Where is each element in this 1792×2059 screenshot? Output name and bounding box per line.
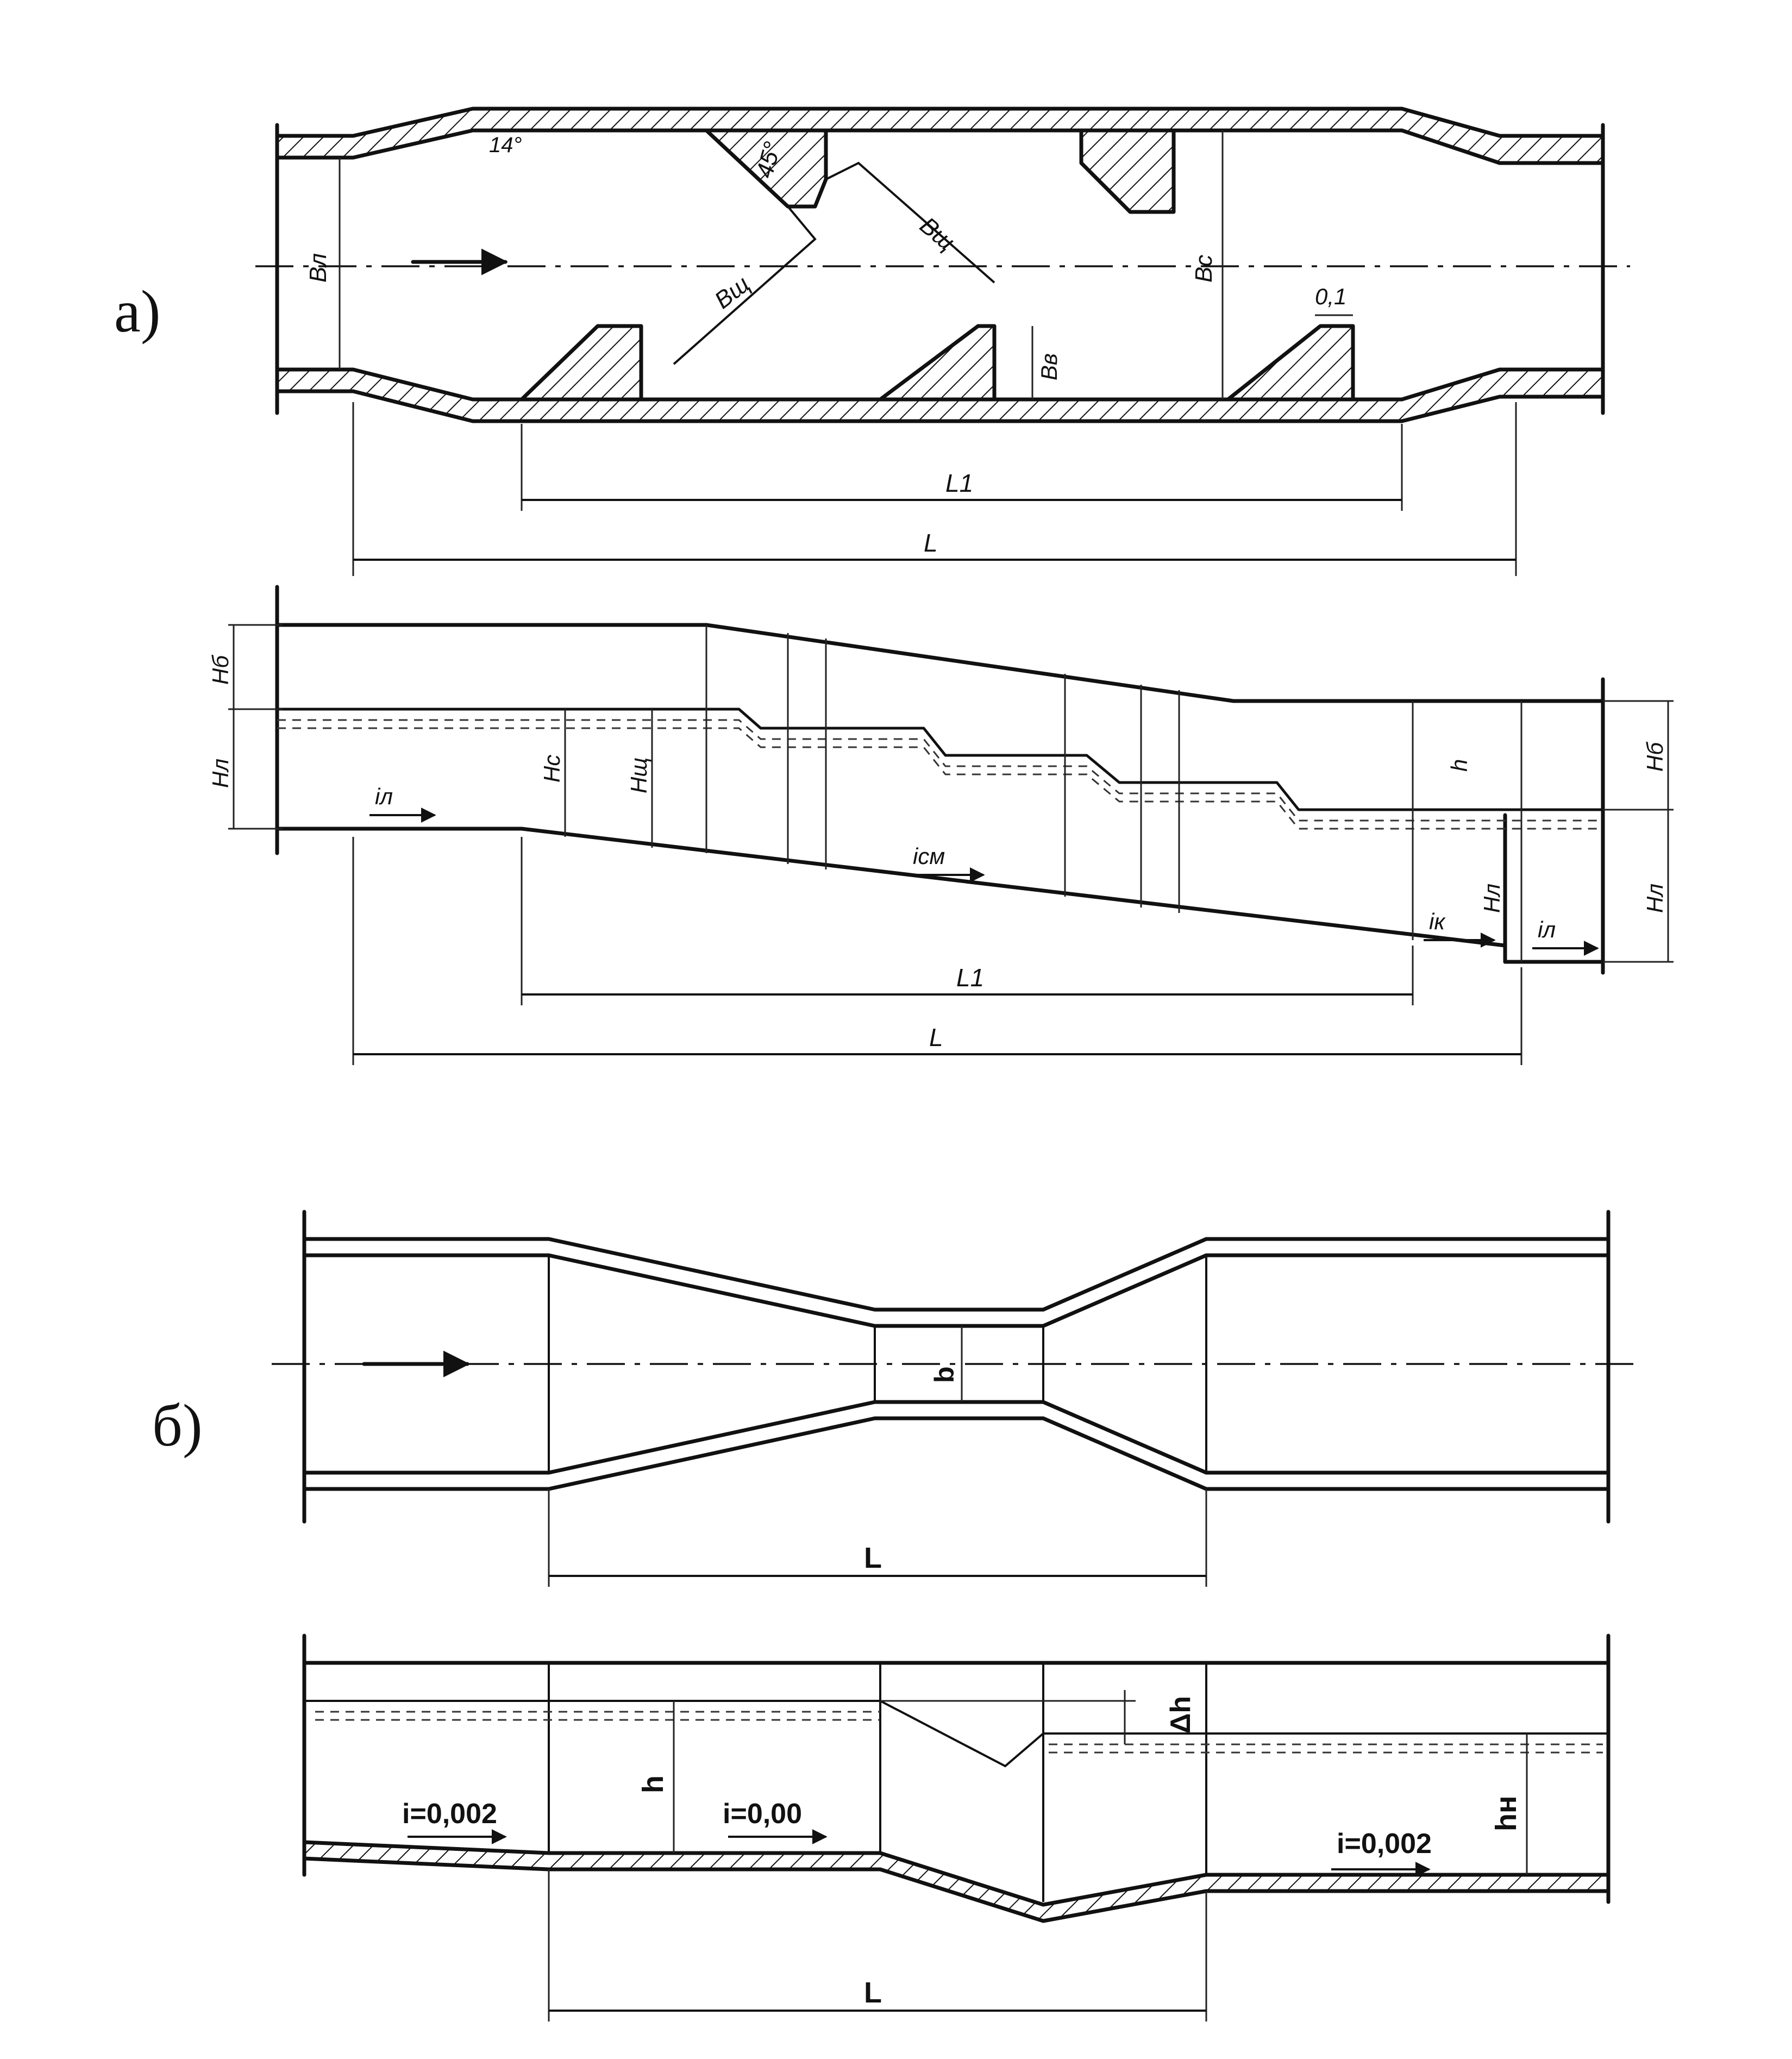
profile-a-water-surface <box>275 708 1605 811</box>
label-a-depth-water-right-2: Hл <box>1642 884 1668 913</box>
label-a-slope-end: iк <box>1429 909 1446 934</box>
plan-a-lower-baffle-3 <box>1226 324 1355 402</box>
label-a-depth-channel: Hс <box>539 755 565 783</box>
panel-b-letter: б) <box>152 1392 203 1459</box>
profile-a-water-dash-1 <box>277 719 1603 822</box>
label-a-slope-inlet: iл <box>375 784 393 809</box>
plan-a-chevron-1 <box>673 205 817 365</box>
panel-a-plan-view: 14° 45° Bл Bщ Bщ Bс Bв 0,1 L1 L <box>255 107 1630 576</box>
label-b-profile-length: L <box>864 1976 882 2009</box>
label-b-depth-upstream: h <box>637 1775 669 1793</box>
plan-b-bottom-inner <box>302 1400 1611 1475</box>
plan-a-upper-baffle-2 <box>1025 128 1176 214</box>
profile-a-water-dash-2 <box>277 727 1603 830</box>
label-b-drop: Δh <box>1165 1696 1196 1733</box>
label-b-throat-width: b <box>929 1366 960 1383</box>
label-angle-14: 14° <box>489 133 522 157</box>
label-length-l: L <box>924 529 938 557</box>
label-b-slope-right: i=0,002 <box>1337 1828 1432 1860</box>
label-a-depth-step: h <box>1446 759 1472 772</box>
label-width-ledge: Bв <box>1036 353 1062 380</box>
label-a-slope-outlet: iл <box>1538 917 1556 942</box>
profile-a-bed <box>275 827 1507 948</box>
label-b-depth-downstream: hн <box>1490 1795 1522 1831</box>
label-b-plan-length: L <box>864 1542 882 1574</box>
label-a-length-l: L <box>929 1023 943 1052</box>
plan-a-lower-baffle-1 <box>519 324 643 402</box>
panel-a-letter: а) <box>114 278 160 345</box>
panel-b: б) b L <box>152 1210 1641 2022</box>
plan-a-upper-baffle-1 <box>704 128 828 209</box>
label-width-channel: Bс <box>1191 255 1217 283</box>
label-b-slope-middle: i=0,00 <box>723 1798 802 1830</box>
label-b-slope-left: i=0,002 <box>402 1798 497 1830</box>
label-a-depth-bank-left: Hб <box>208 655 233 685</box>
label-a-depth-bank-right: Hб <box>1642 742 1668 772</box>
label-a-length-l1: L1 <box>956 963 984 992</box>
plan-b-bottom-outer <box>302 1416 1611 1491</box>
profile-b-hydraulic-jump <box>880 1700 1044 1768</box>
label-width-slot-1: Bщ <box>710 271 755 314</box>
plan-b-top-outer <box>302 1237 1611 1312</box>
label-a-depth-water-left: Hл <box>208 759 233 788</box>
plan-a-chevron-2 <box>825 161 995 284</box>
label-a-depth-slot: Hщ <box>626 758 651 793</box>
label-a-slope-middle: iсм <box>913 843 945 869</box>
panel-a-profile-view: Hб Hл Hс Hщ h Hб Hл Hл iл iсм iк iл L1 L <box>208 585 1674 1065</box>
plan-a-top-wall <box>275 107 1605 165</box>
profile-a-wall-top <box>275 623 1605 703</box>
label-length-l1: L1 <box>945 469 973 497</box>
label-top-width: 0,1 <box>1315 284 1346 309</box>
label-a-depth-water-right-1: Hл <box>1479 884 1505 913</box>
label-width-inlet: Bл <box>305 253 331 283</box>
panel-b-profile-view: i=0,002 i=0,00 i=0,002 h Δh hн L <box>302 1634 1611 2022</box>
panel-b-plan-view: b L <box>272 1210 1641 1587</box>
plan-a-lower-baffle-2 <box>878 324 997 402</box>
plan-b-top-inner <box>302 1253 1611 1328</box>
panel-a: а) <box>114 107 1674 1065</box>
